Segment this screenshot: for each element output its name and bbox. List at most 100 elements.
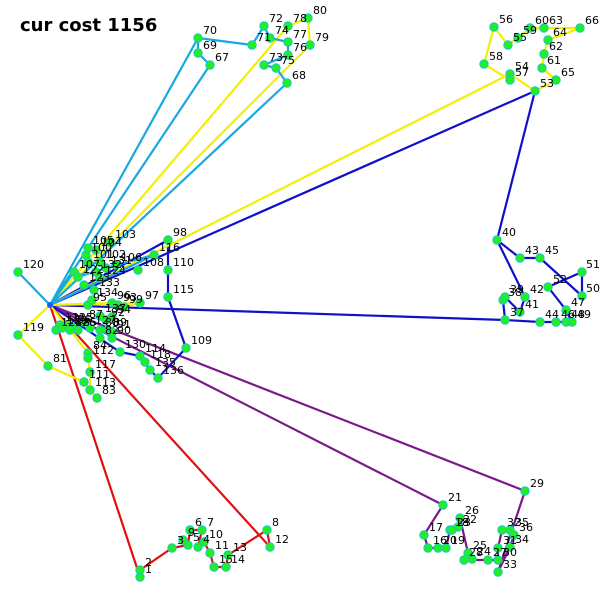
node-label-137: 137 [105, 302, 126, 315]
node-label-18: 18 [455, 516, 469, 529]
node-16 [423, 543, 433, 553]
node-36 [509, 530, 519, 540]
node-label-115: 115 [173, 283, 194, 296]
route-line-5 [49, 238, 188, 380]
node-label-122: 122 [83, 263, 104, 276]
node-135 [145, 365, 155, 375]
node-14 [221, 562, 231, 572]
node-label-94: 94 [117, 303, 131, 316]
node-83 [92, 393, 102, 403]
node-91 [107, 327, 117, 337]
node-label-108: 108 [143, 256, 164, 269]
node-74 [265, 33, 275, 43]
node-label-102: 102 [105, 248, 126, 261]
node-label-80: 80 [313, 4, 327, 17]
node-label-75: 75 [281, 54, 295, 67]
node-label-72: 72 [269, 12, 283, 25]
node-label-36: 36 [519, 521, 533, 534]
node-58 [479, 59, 489, 69]
node-21 [438, 500, 448, 510]
node-11 [205, 548, 215, 558]
node-label-130: 130 [125, 338, 146, 351]
node-label-21: 21 [448, 491, 462, 504]
node-label-35: 35 [515, 516, 529, 529]
node-67 [205, 60, 215, 70]
node-46 [551, 317, 561, 327]
node-label-82: 82 [105, 324, 119, 337]
node-label-74: 74 [275, 24, 289, 37]
node-label-9: 9 [188, 526, 195, 539]
node-label-64: 64 [553, 26, 567, 39]
node-label-56: 56 [499, 13, 513, 26]
node-110 [163, 265, 173, 275]
node-9 [178, 535, 188, 545]
node-133 [89, 285, 99, 295]
node-127 [85, 323, 95, 333]
node-102 [95, 257, 105, 267]
node-label-48: 48 [571, 308, 585, 321]
node-label-31: 31 [503, 534, 517, 547]
node-label-81: 81 [53, 352, 67, 365]
node-label-34: 34 [515, 533, 529, 546]
node-label-29: 29 [530, 477, 544, 490]
node-13 [223, 550, 233, 560]
node-label-24: 24 [477, 545, 491, 558]
node-label-43: 43 [525, 244, 539, 257]
node-label-136: 136 [163, 364, 184, 377]
node-26 [455, 513, 465, 523]
node-label-109: 109 [191, 334, 212, 347]
node-45 [535, 253, 545, 263]
node-label-8: 8 [272, 516, 279, 529]
node-119 [13, 330, 23, 340]
node-label-114: 114 [145, 342, 166, 355]
node-72 [259, 21, 269, 31]
node-label-99: 99 [129, 293, 143, 306]
node-61 [537, 63, 547, 73]
node-label-42: 42 [530, 283, 544, 296]
node-34 [505, 542, 515, 552]
node-label-54: 54 [515, 60, 529, 73]
node-106 [111, 260, 121, 270]
node-label-79: 79 [315, 31, 329, 44]
node-label-73: 73 [269, 51, 283, 64]
node-122 [73, 272, 83, 282]
node-136 [153, 373, 163, 383]
node-label-91: 91 [117, 318, 131, 331]
node-label-78: 78 [293, 12, 307, 25]
node-57 [505, 75, 515, 85]
node-120 [13, 267, 23, 277]
node-137 [95, 311, 105, 321]
node-123 [79, 280, 89, 290]
node-label-2: 2 [145, 556, 152, 569]
node-label-84: 84 [93, 339, 107, 352]
node-69 [193, 48, 203, 58]
node-label-39: 39 [510, 283, 524, 296]
node-label-110: 110 [173, 256, 194, 269]
node-132 [91, 267, 101, 277]
node-label-121: 121 [65, 311, 86, 324]
node-108 [133, 265, 143, 275]
node-label-69: 69 [203, 39, 217, 52]
node-label-5: 5 [193, 531, 200, 544]
node-label-133: 133 [99, 276, 120, 289]
node-label-98: 98 [173, 226, 187, 239]
node-88 [95, 325, 105, 335]
node-3 [167, 543, 177, 553]
node-label-28: 28 [469, 546, 483, 559]
node-101 [83, 257, 93, 267]
node-label-53: 53 [540, 77, 554, 90]
node-32 [497, 525, 507, 535]
node-55 [503, 40, 513, 50]
node-label-103: 103 [115, 228, 136, 241]
node-label-93: 93 [123, 291, 137, 304]
node-label-15: 15 [219, 553, 233, 566]
node-10 [199, 537, 209, 547]
node-20 [433, 543, 443, 553]
node-label-40: 40 [502, 226, 516, 239]
node-label-100: 100 [91, 241, 112, 254]
node-23 [447, 525, 457, 535]
node-label-51: 51 [586, 258, 600, 271]
node-64 [543, 35, 553, 45]
